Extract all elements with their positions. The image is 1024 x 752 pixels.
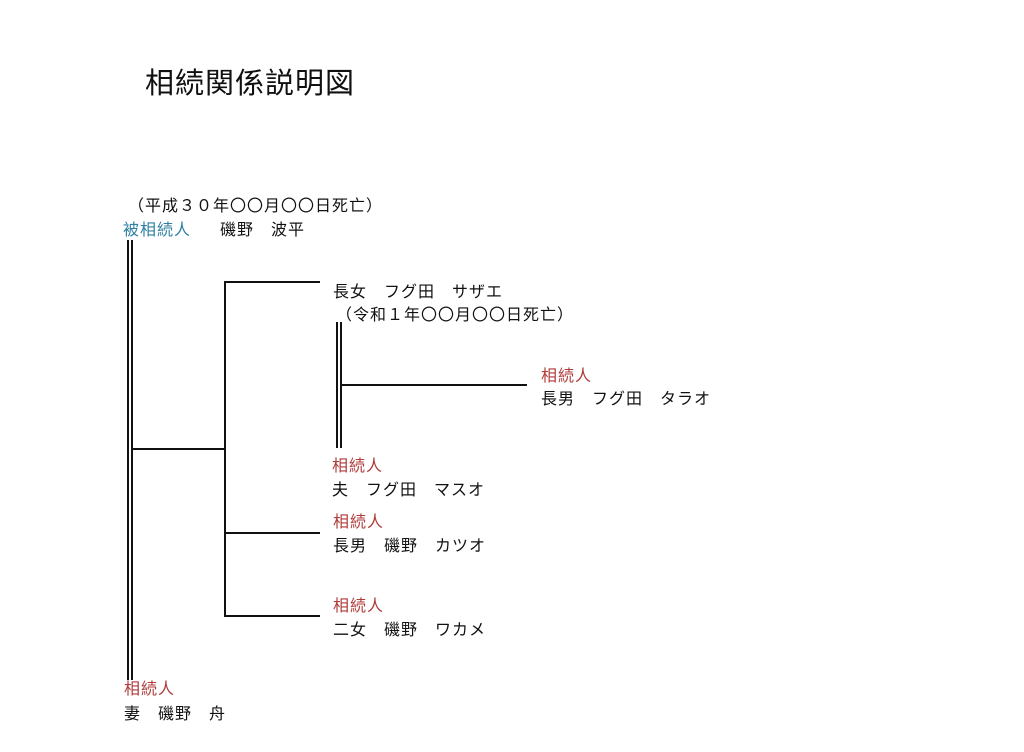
eldest-daughter-branch-line xyxy=(224,281,320,283)
eldest-daughter-death-note: （令和１年〇〇月〇〇日死亡） xyxy=(336,305,575,324)
eldest-son-role-label: 相続人 xyxy=(333,512,385,531)
decedent-death-note: （平成３０年〇〇月〇〇日死亡） xyxy=(128,196,384,215)
wife-role-label: 相続人 xyxy=(124,679,176,698)
eldest-daughter-name: 長女 フグ田 サザエ xyxy=(333,282,504,301)
second-daughter-name: 二女 磯野 ワカメ xyxy=(333,620,487,639)
grandson-role-label: 相続人 xyxy=(541,366,593,385)
son-in-law-role-label: 相続人 xyxy=(332,456,384,475)
children-branch-line xyxy=(131,448,226,450)
second-daughter-branch-line xyxy=(224,615,320,617)
grandson-branch-line xyxy=(340,384,527,386)
marriage-line-right xyxy=(131,240,133,680)
eldest-son-name: 長男 磯野 カツオ xyxy=(333,536,487,555)
wife-name: 妻 磯野 舟 xyxy=(124,704,227,723)
decedent-name: 磯野 波平 xyxy=(220,220,306,239)
marriage-line-left xyxy=(127,240,129,680)
decedent-role-label: 被相続人 xyxy=(123,220,192,239)
eldest-son-branch-line xyxy=(224,532,320,534)
son-in-law-name: 夫 フグ田 マスオ xyxy=(332,480,486,499)
second-daughter-role-label: 相続人 xyxy=(333,596,385,615)
children-trunk-line xyxy=(224,281,226,617)
grandson-name: 長男 フグ田 タラオ xyxy=(541,389,712,408)
page-title: 相続関係説明図 xyxy=(145,66,356,100)
second-marriage-line-left xyxy=(336,322,338,448)
